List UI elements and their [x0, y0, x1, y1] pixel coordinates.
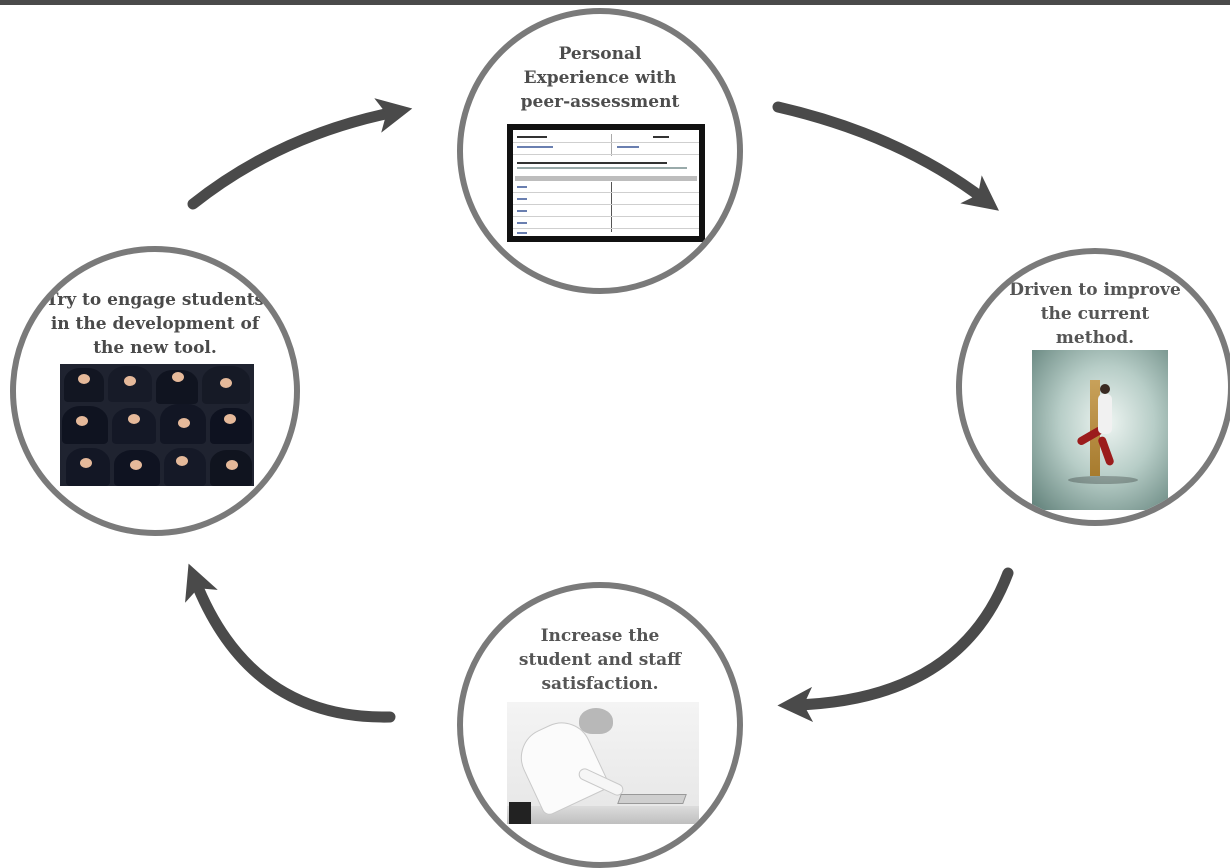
node-driven-to-improve: Driven to improve the current method. [956, 248, 1230, 526]
node-label: Driven to improve the current method. [1009, 280, 1181, 348]
node-personal-experience: Personal Experience with peer-assessment [457, 8, 743, 294]
arrow-right-to-bottom [777, 567, 1014, 723]
node-engage-students: Try to engage students in the developmen… [10, 246, 300, 536]
person-door-image [1032, 350, 1168, 510]
node-increase-satisfaction: Increase the student and staff satisfact… [457, 582, 743, 868]
woman-laptop-image [507, 702, 699, 824]
top-border-bar [0, 0, 1230, 5]
node-label: Increase the student and staff satisfact… [518, 626, 682, 694]
arrow-top-to-right [772, 101, 999, 211]
node-label: Try to engage students in the developmen… [45, 290, 265, 358]
node-label: Personal Experience with peer-assessment [520, 44, 680, 112]
arrow-bottom-to-left [185, 563, 396, 723]
arrow-left-to-top [187, 98, 413, 210]
peer-assessment-form-image [507, 124, 705, 242]
sleeping-students-image [60, 364, 254, 486]
